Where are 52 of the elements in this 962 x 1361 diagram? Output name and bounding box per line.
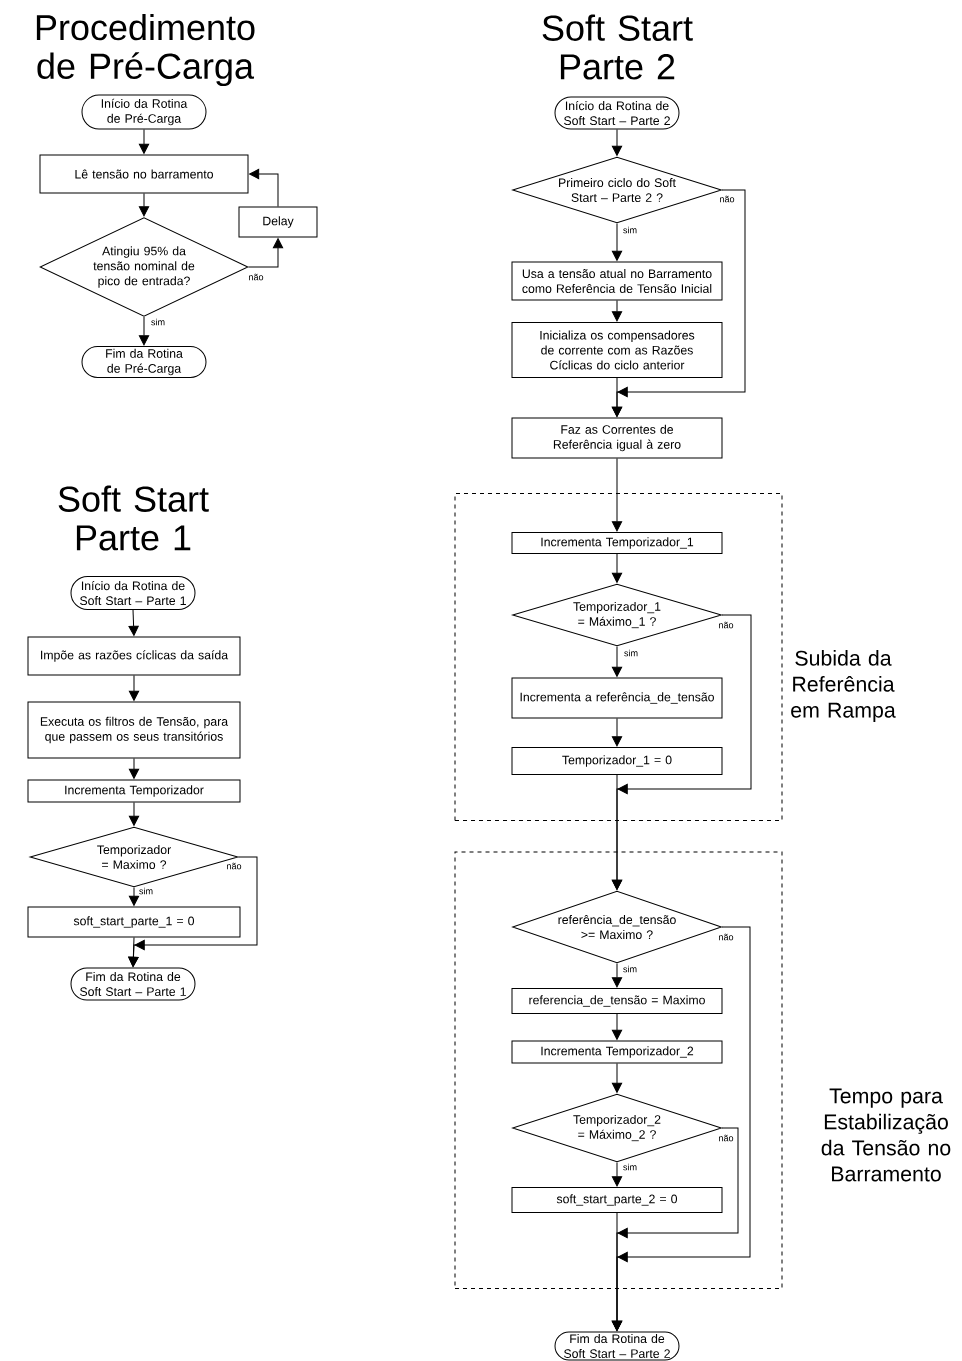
arrow	[138, 193, 150, 217]
arrow	[611, 377, 623, 417]
arrow	[611, 1212, 623, 1331]
arrow	[611, 646, 623, 677]
heading: Soft Start Parte 1	[58, 485, 209, 551]
arrow	[248, 238, 284, 268]
edge-label: sim	[137, 886, 155, 896]
arrow	[611, 458, 623, 532]
process-box: Lê tensão no barramento	[39, 154, 249, 194]
edge-label: não	[247, 272, 265, 282]
process-box: Incrementa Temporizador_1	[511, 532, 723, 554]
edge-label: sim	[622, 648, 640, 658]
edge-label: sim	[621, 1162, 639, 1172]
arrow	[611, 774, 623, 890]
arrow	[611, 963, 623, 988]
arrow	[611, 300, 623, 322]
arrow	[611, 1063, 623, 1093]
arrow	[128, 675, 140, 701]
process-box: Delay	[238, 206, 318, 238]
arrow	[249, 168, 279, 207]
side-heading: Tempo para Estabilização da Tensão no Barramento	[821, 1088, 951, 1182]
edge-label: sim	[149, 317, 167, 327]
process-box: referencia_de_tensão = Maximo	[511, 988, 723, 1014]
heading: Soft Start Parte 2	[542, 14, 693, 80]
process-box: Impõe as razões cíclicas da saída	[27, 636, 241, 676]
process-box: Usa a tensão atual no Barramento como Referência de Tensão Inicial	[511, 261, 723, 301]
process-box: Executa os filtros de Tensão, para que passem os seus transitórios	[27, 701, 241, 759]
arrow	[138, 129, 150, 154]
arrow	[611, 718, 623, 747]
arrow	[611, 223, 623, 261]
process-box: Incrementa a referência_de_tensão	[511, 677, 723, 719]
arrow	[128, 609, 139, 636]
heading: Procedimento de Pré-Carga	[36, 13, 255, 87]
arrow	[611, 129, 623, 156]
edge-label: sim	[621, 964, 639, 974]
process-box: soft_start_parte_2 = 0	[511, 1187, 723, 1213]
arrow	[138, 316, 150, 346]
arrow	[128, 758, 140, 779]
process-box: Incrementa Temporizador	[27, 779, 241, 803]
arrow	[128, 887, 140, 906]
arrow	[611, 1013, 623, 1040]
arrow	[128, 802, 140, 826]
arrow	[611, 1162, 623, 1187]
process-box: Inicializa os compensadores de corrente com as Razões Cíclicas do ciclo anterior	[511, 322, 723, 378]
process-box: Temporizador_1 = 0	[511, 747, 723, 775]
process-box: Faz as Correntes de Referência igual à zero	[511, 417, 723, 459]
process-box: soft_start_parte_1 = 0	[27, 906, 241, 938]
arrow	[128, 937, 139, 967]
side-heading: Subida da Referência em Rampa	[791, 650, 896, 722]
process-box: Incrementa Temporizador_2	[511, 1040, 723, 1064]
edge-label: sim	[621, 225, 639, 235]
arrow	[611, 553, 623, 583]
